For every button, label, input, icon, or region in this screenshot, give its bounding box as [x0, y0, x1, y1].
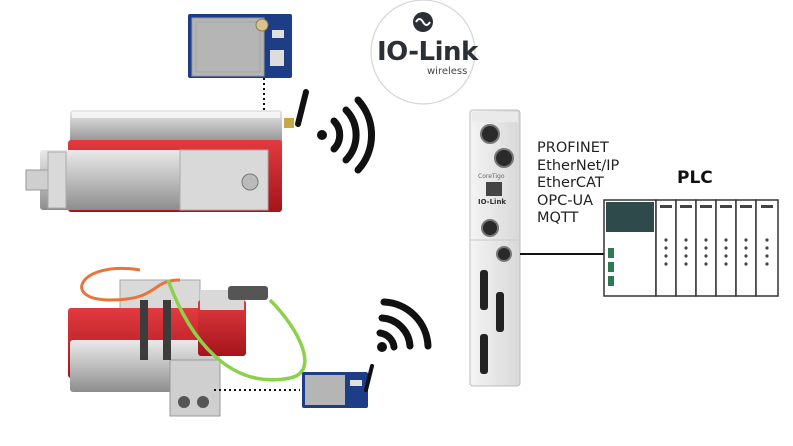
protocol-list: PROFINET EtherNet/IP EtherCAT OPC-UA MQT… — [537, 140, 619, 228]
machine-assembly — [68, 279, 268, 417]
gateway-logo-text: IO-Link — [478, 198, 507, 206]
logo-subtitle: wireless — [427, 66, 468, 77]
logo-title: IO-Link — [377, 37, 478, 67]
orange-cable — [80, 267, 181, 302]
wireless-module-bottom — [302, 364, 374, 408]
plc-indicator-leds — [660, 205, 773, 266]
protocol-item: PROFINET — [537, 140, 609, 156]
gateway-brand: CoreTigo — [478, 173, 505, 180]
io-link-wireless-master — [469, 109, 521, 387]
antenna-icon-small — [364, 364, 374, 392]
wireless-signal-icon-bottom — [376, 298, 432, 352]
io-link-wireless-logo — [370, 0, 476, 105]
green-cable — [166, 279, 307, 382]
plc-label: PLC — [677, 168, 713, 188]
protocol-item: EtherNet/IP — [537, 157, 620, 174]
wireless-signal-icon-top — [317, 96, 375, 174]
antenna-icon — [295, 89, 309, 127]
protocol-item: OPC-UA — [537, 192, 594, 209]
plc-unit — [603, 199, 779, 297]
wireless-module-top — [188, 14, 292, 78]
protocol-item: MQTT — [537, 210, 579, 226]
protocol-item: EtherCAT — [537, 175, 604, 191]
electric-actuator — [25, 89, 309, 212]
